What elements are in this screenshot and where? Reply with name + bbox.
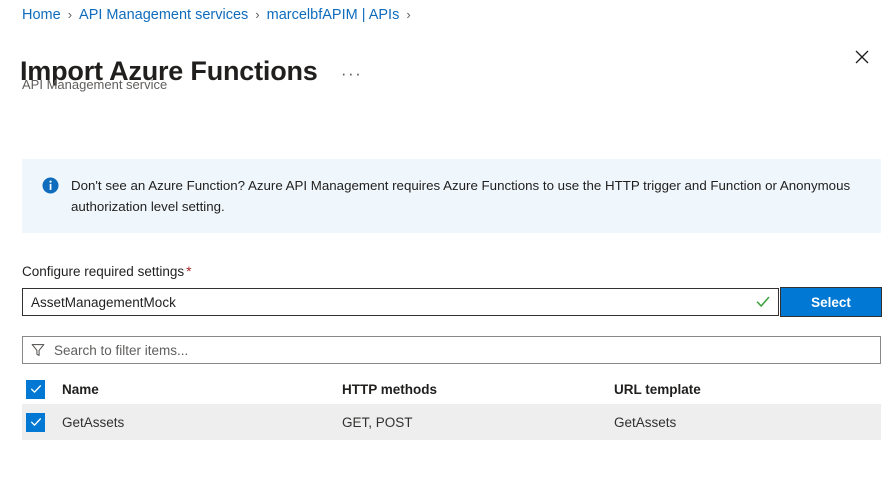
close-icon[interactable] — [847, 42, 877, 72]
functions-table: Name HTTP methods URL template GetAssets… — [22, 374, 881, 440]
breadcrumb-item-api-management-services[interactable]: API Management services — [79, 7, 249, 23]
configure-settings-label-text: Configure required settings — [22, 264, 185, 279]
row-checkbox-cell — [22, 404, 62, 440]
info-icon — [42, 177, 59, 194]
table-header: Name HTTP methods URL template — [22, 374, 881, 404]
column-header-name[interactable]: Name — [62, 381, 99, 397]
select-all-checkbox[interactable] — [26, 379, 45, 399]
required-asterisk: * — [186, 263, 192, 279]
column-header-http-methods[interactable]: HTTP methods — [342, 381, 438, 397]
breadcrumb-separator-icon: › — [67, 7, 73, 22]
configure-settings-label: Configure required settings* — [22, 262, 192, 281]
column-header-url-template[interactable]: URL template — [614, 381, 701, 397]
table-row[interactable]: GetAssets GET, POST GetAssets — [22, 404, 881, 440]
filter-funnel-icon — [31, 343, 45, 357]
function-app-input[interactable] — [23, 289, 778, 315]
breadcrumb-item-home[interactable]: Home — [22, 7, 61, 23]
breadcrumb: Home › API Management services › marcelb… — [22, 4, 418, 26]
cell-url-template: GetAssets — [614, 414, 677, 430]
select-button[interactable]: Select — [780, 287, 882, 317]
configure-settings-row: Select — [22, 287, 882, 317]
select-all-checkbox-cell — [22, 374, 62, 404]
breadcrumb-separator-icon: › — [406, 7, 411, 22]
page-title: Import Azure Functions — [20, 56, 318, 87]
table-header-row: Name HTTP methods URL template — [22, 374, 881, 404]
cell-http-methods: GET, POST — [342, 414, 413, 430]
function-app-input-wrapper — [22, 288, 779, 316]
ellipsis-icon[interactable]: ··· — [340, 64, 363, 84]
page-subtitle: API Management service — [22, 77, 168, 92]
breadcrumb-item-marcelbfapim-apis[interactable]: marcelbfAPIM | APIs — [266, 7, 400, 23]
info-banner: Don't see an Azure Function? Azure API M… — [22, 159, 881, 233]
row-checkbox[interactable] — [26, 412, 45, 432]
table-body: GetAssets GET, POST GetAssets — [22, 404, 881, 440]
page-header: Import Azure Functions ··· — [20, 36, 364, 106]
breadcrumb-separator-icon: › — [255, 7, 260, 22]
cell-name: GetAssets — [62, 414, 125, 430]
filter-search-box[interactable] — [22, 336, 881, 364]
info-banner-text: Don't see an Azure Function? Azure API M… — [71, 178, 851, 214]
filter-search-input[interactable] — [52, 338, 872, 362]
